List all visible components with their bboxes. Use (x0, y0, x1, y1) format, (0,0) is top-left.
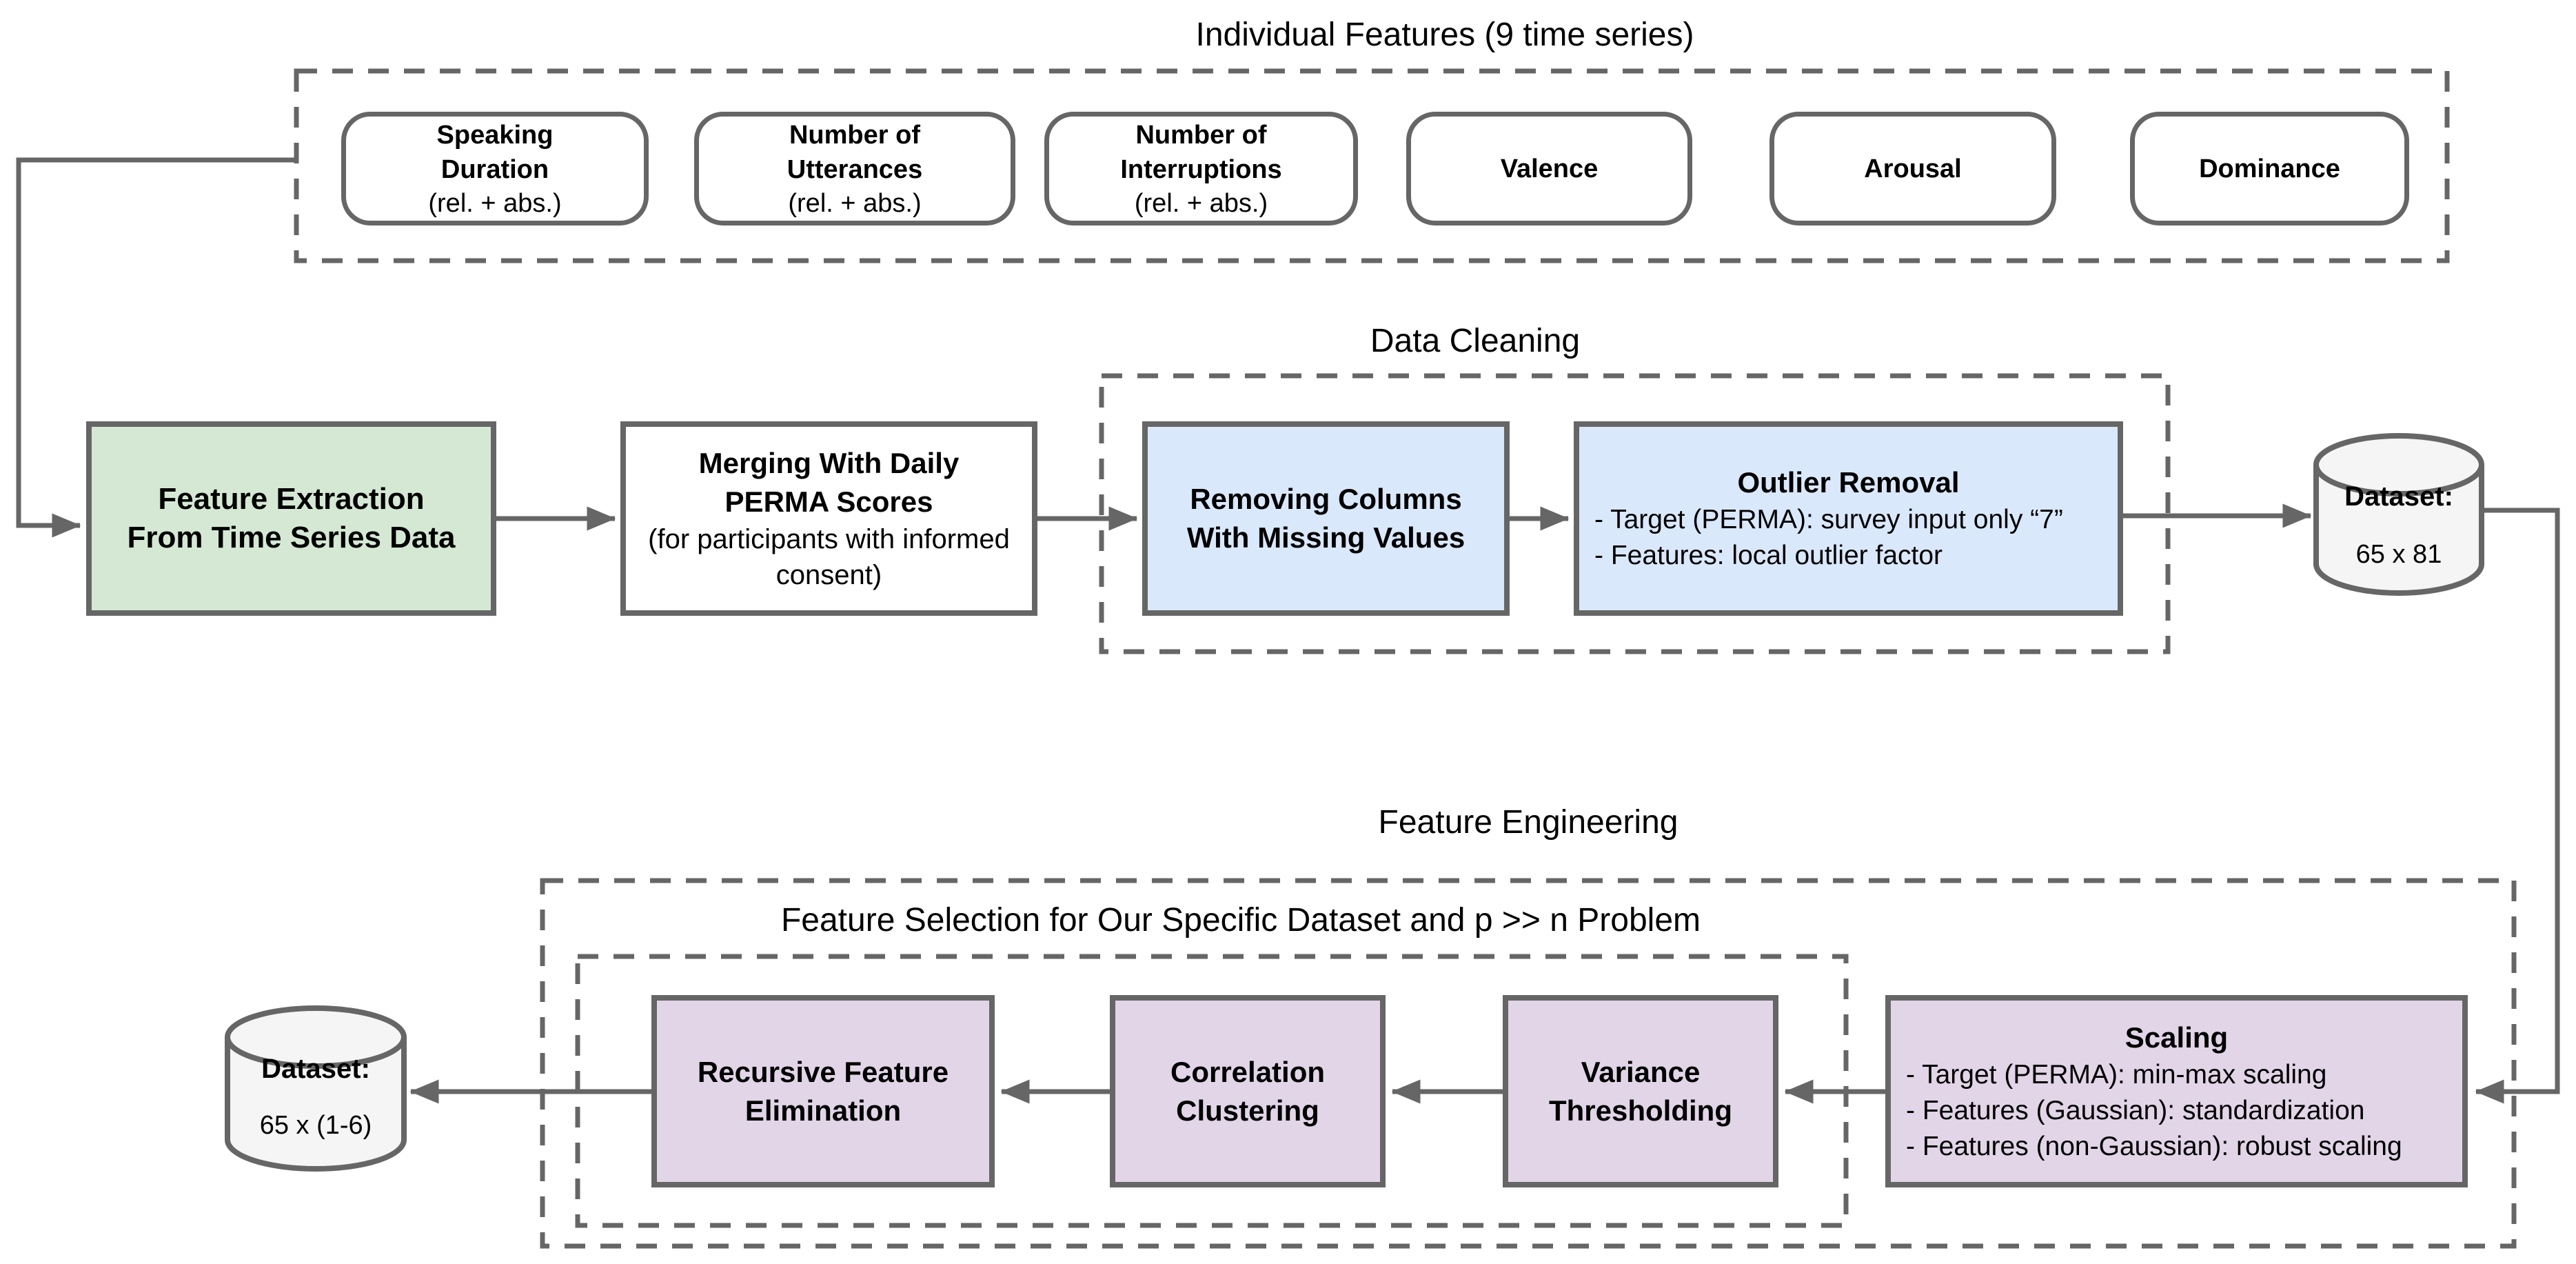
data-cleaning-title: Data Cleaning (1370, 323, 1581, 359)
feature-extraction-label: Feature Extraction From Time Series Data (127, 482, 456, 554)
scaling-details: - Target (PERMA): min-max scaling - Feat… (1906, 1059, 2402, 1161)
outlier-removal-box: Outlier Removal - Target (PERMA): survey… (1574, 421, 2123, 616)
merging-note: (for participants with informed consent) (648, 524, 1010, 590)
outlier-removal-title: Outlier Removal (1737, 466, 1960, 499)
feature-label: Arousal (1864, 154, 1962, 183)
feature-label: Speaking Duration (436, 120, 554, 184)
merging-title: Merging With Daily PERMA Scores (698, 447, 960, 518)
feature-label: Valence (1500, 154, 1599, 183)
feature-engineering-group-border (540, 878, 2517, 1249)
variance-thresholding-box: Variance Thresholding (1503, 995, 1778, 1187)
feature-extraction-box: Feature Extraction From Time Series Data (86, 421, 496, 616)
feature-box-number-of-utterances: Number of Utterances (rel. + abs.) (694, 112, 1015, 225)
individual-features-group-border (294, 68, 2450, 263)
feature-note: (rel. + abs.) (428, 188, 562, 218)
individual-features-title: Individual Features (9 time series) (1195, 17, 1694, 53)
correlation-clustering-label: Correlation Clustering (1170, 1055, 1326, 1127)
feature-box-arousal: Arousal (1769, 112, 2056, 225)
feature-box-number-of-interruptions: Number of Interruptions (rel. + abs.) (1044, 112, 1358, 225)
feature-engineering-title: Feature Engineering (1378, 804, 1679, 841)
final-dataset-cylinder-size: 65 x (1-6) (259, 1111, 372, 1140)
recursive-feature-elimination-box: Recursive Feature Elimination (651, 995, 995, 1187)
removing-columns-box: Removing Columns With Missing Values (1142, 421, 1510, 616)
feature-label: Number of Interruptions (1120, 120, 1282, 184)
final-dataset-cylinder-label: Dataset: (261, 1054, 370, 1084)
removing-columns-label: Removing Columns With Missing Values (1186, 483, 1466, 554)
feature-box-valence: Valence (1406, 112, 1692, 225)
correlation-clustering-box: Correlation Clustering (1110, 995, 1386, 1187)
feature-box-dominance: Dominance (2130, 112, 2409, 225)
dataset-cylinder-label: Dataset: (2344, 481, 2453, 512)
scaling-box: Scaling - Target (PERMA): min-max scalin… (1885, 995, 2468, 1187)
dataset-cylinder-final (225, 1005, 407, 1172)
data-cleaning-group-border (1099, 373, 2171, 654)
connector-features-to-extraction (16, 157, 296, 538)
feature-selection-title: Feature Selection for Our Specific Datas… (780, 902, 1701, 939)
scaling-title: Scaling (2124, 1021, 2229, 1054)
outlier-removal-details: - Target (PERMA): survey input only “7” … (1594, 505, 2063, 570)
variance-thresholding-label: Variance Thresholding (1549, 1055, 1732, 1127)
connector-dataset-to-scaling (2475, 508, 2560, 1104)
feature-note: (rel. + abs.) (788, 188, 922, 218)
dataset-cylinder-after-cleaning (2313, 433, 2484, 596)
merging-perma-box: Merging With Daily PERMA Scores (for par… (620, 421, 1037, 616)
feature-box-speaking-duration: Speaking Duration (rel. + abs.) (341, 112, 649, 225)
recursive-feature-elimination-label: Recursive Feature Elimination (697, 1055, 949, 1127)
feature-note: (rel. + abs.) (1134, 188, 1268, 218)
feature-label: Dominance (2199, 154, 2340, 183)
feature-label: Number of Utterances (787, 120, 923, 184)
dataset-cylinder-size: 65 x 81 (2355, 540, 2442, 569)
